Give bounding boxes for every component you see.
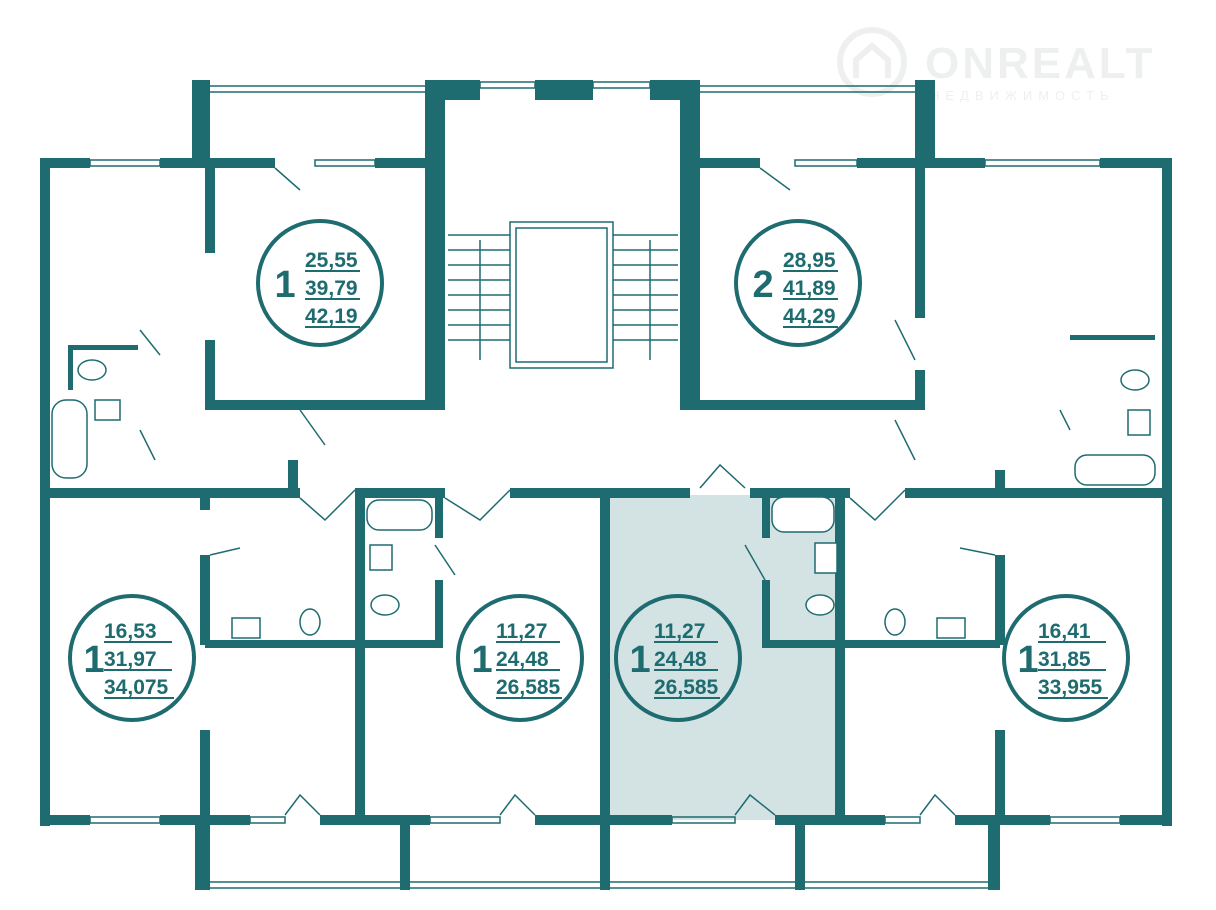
doors — [139, 167, 1071, 816]
total-with-balcony-area: 42,19 — [305, 305, 358, 328]
apartment-label[interactable]: 1 16,41 31,85 33,955 — [1002, 594, 1130, 722]
living-area: 16,53 — [104, 620, 157, 643]
apartment-label-selected[interactable]: 1 11,27 24,48 26,585 — [614, 594, 742, 722]
living-area: 28,95 — [783, 249, 836, 272]
room-count: 1 — [1017, 639, 1038, 681]
living-area: 11,27 — [496, 620, 547, 643]
bathroom-fixtures — [51, 359, 1156, 639]
walls — [40, 80, 1172, 890]
total-area: 31,85 — [1038, 648, 1091, 671]
room-count: 1 — [83, 639, 104, 681]
total-area: 39,79 — [305, 277, 358, 300]
living-area: 25,55 — [305, 249, 358, 272]
living-area: 16,41 — [1038, 620, 1091, 643]
room-count: 1 — [471, 639, 492, 681]
total-with-balcony-area: 33,955 — [1038, 676, 1103, 699]
logo-tagline: НЕДВИЖИМОСТЬ — [930, 88, 1115, 103]
room-count: 1 — [274, 264, 295, 306]
total-with-balcony-area: 34,075 — [104, 676, 169, 699]
room-count: 2 — [752, 264, 773, 306]
total-area: 41,89 — [783, 277, 836, 300]
living-area: 11,27 — [654, 620, 705, 643]
logo-brand: ONREALT — [925, 39, 1155, 88]
apartment-label[interactable]: 1 11,27 24,48 26,585 — [456, 594, 584, 722]
apartment-label[interactable]: 1 16,53 31,97 34,075 — [68, 594, 196, 722]
house-icon — [853, 42, 891, 78]
apartment-label[interactable]: 1 25,55 39,79 42,19 — [256, 219, 384, 347]
staircase — [448, 221, 678, 369]
total-with-balcony-area: 26,585 — [496, 676, 561, 699]
total-with-balcony-area: 26,585 — [654, 676, 719, 699]
apartment-label[interactable]: 2 28,95 41,89 44,29 — [734, 219, 862, 347]
onrealt-logo: ONREALT НЕДВИЖИМОСТЬ — [837, 27, 1155, 103]
room-count: 1 — [629, 639, 650, 681]
total-area: 24,48 — [654, 648, 707, 671]
total-with-balcony-area: 44,29 — [783, 305, 836, 328]
total-area: 24,48 — [496, 648, 549, 671]
total-area: 31,97 — [104, 648, 157, 671]
